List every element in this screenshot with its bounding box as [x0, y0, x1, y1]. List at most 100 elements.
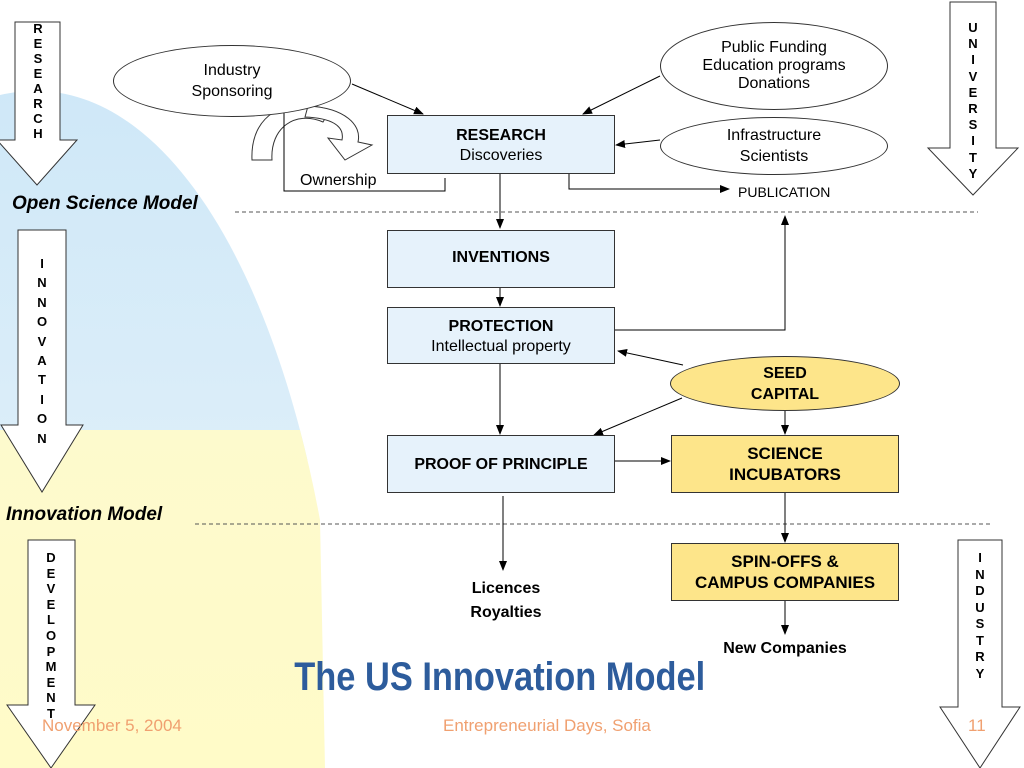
- protection-box-title: PROTECTION: [448, 317, 554, 335]
- vertical-letter: Y: [968, 165, 978, 181]
- connector-seed-proof: [593, 397, 683, 436]
- oval-text-line: Public Funding: [721, 39, 827, 56]
- vertical-letter: T: [976, 632, 984, 648]
- background-arc-blue: [0, 90, 308, 460]
- research-box-title: RESEARCH: [456, 126, 546, 144]
- protection-box: PROTECTION Intellectual property: [387, 307, 615, 364]
- seed-capital-oval: SEED CAPITAL: [670, 356, 900, 411]
- footer-event: Entrepreneurial Days, Sofia: [443, 716, 651, 735]
- oval-text-line: Education programs: [702, 57, 846, 74]
- vertical-letter: U: [975, 599, 985, 615]
- spinoffs-line-1: SPIN-OFFS &: [731, 552, 839, 571]
- vertical-letter: H: [33, 126, 43, 141]
- vertical-letter: I: [40, 391, 44, 407]
- vertical-letter: N: [968, 36, 978, 52]
- vertical-letter: O: [36, 411, 48, 427]
- connector-seed-protection: [617, 348, 684, 366]
- oval-text-line: CAPITAL: [750, 385, 820, 403]
- innovation-model-label: Innovation Model: [6, 504, 163, 525]
- vertical-letter: V: [37, 333, 47, 349]
- vertical-letter: P: [46, 643, 56, 659]
- vertical-letter: N: [37, 275, 47, 291]
- vertical-letter: T: [38, 372, 46, 388]
- vertical-letter: E: [33, 36, 43, 51]
- vertical-letter: S: [975, 616, 985, 631]
- licences-text: Licences: [471, 580, 541, 597]
- vertical-letter: R: [975, 649, 985, 664]
- vertical-letter: M: [45, 659, 57, 675]
- incubators-line-2: INCUBATORS: [729, 465, 841, 484]
- new-companies-label: New Companies: [723, 640, 847, 657]
- vertical-letter: S: [33, 51, 43, 66]
- vertical-letter: A: [33, 81, 43, 96]
- vertical-letter: E: [46, 596, 56, 612]
- research-box-subtitle: Discoveries: [459, 146, 543, 164]
- vertical-letter: S: [968, 117, 978, 133]
- connector-protection-publication: [615, 215, 789, 331]
- industry-arrow: [939, 539, 1021, 768]
- vertical-letter: T: [47, 705, 55, 721]
- vertical-letter: A: [37, 353, 47, 369]
- connector-industry-research: [351, 83, 424, 115]
- oval-text-line: Donations: [737, 75, 811, 92]
- vertical-letter: R: [33, 21, 43, 36]
- footer-date: November 5, 2004: [42, 716, 182, 735]
- vertical-letter: E: [46, 674, 56, 690]
- background-arc-yellow: [0, 430, 325, 768]
- ownership-label: Ownership: [300, 172, 377, 189]
- spinoffs-line-2: CAMPUS COMPANIES: [694, 573, 876, 592]
- footer-page-number: 11: [968, 716, 986, 735]
- proof-box-title: PROOF OF PRINCIPLE: [414, 455, 588, 473]
- oval-text-line: Industry: [203, 62, 261, 79]
- vertical-letter: Y: [975, 665, 985, 681]
- vertical-letter: D: [46, 550, 56, 565]
- vertical-letter: V: [968, 68, 978, 84]
- ownership-connector: [280, 95, 446, 192]
- royalties-text: Royalties: [470, 604, 542, 621]
- ownership-curve-right: [304, 105, 374, 161]
- vertical-letter: R: [33, 96, 43, 111]
- vertical-letter: D: [975, 583, 985, 598]
- vertical-letter: I: [978, 550, 982, 565]
- licences-royalties-label: Licences Royalties: [446, 577, 566, 625]
- proof-of-principle-box: PROOF OF PRINCIPLE: [387, 435, 615, 493]
- vertical-letter: U: [968, 20, 978, 35]
- incubators-line-1: SCIENCE: [747, 444, 823, 463]
- vertical-letter: O: [45, 627, 57, 643]
- connector-research-publication: [568, 174, 730, 193]
- university-arrow: [926, 1, 1020, 196]
- vertical-letter: N: [37, 294, 47, 310]
- oval-text-line: Infrastructure: [726, 127, 822, 144]
- vertical-letter: I: [971, 133, 975, 149]
- connector-infrastructure-research: [615, 139, 661, 148]
- innovation-arrow: [0, 229, 84, 493]
- vertical-letter: V: [46, 581, 56, 597]
- science-incubators-box: SCIENCE INCUBATORS: [671, 435, 899, 493]
- vertical-letter: I: [971, 52, 975, 68]
- vertical-letter: E: [968, 84, 978, 100]
- inventions-box: INVENTIONS: [387, 230, 615, 288]
- vertical-letter: E: [46, 565, 56, 581]
- inventions-box-title: INVENTIONS: [452, 248, 550, 266]
- research-box: RESEARCH Discoveries: [387, 115, 615, 174]
- development-arrow: [6, 539, 96, 768]
- vertical-letter: N: [975, 566, 985, 582]
- open-science-model-label: Open Science Model: [12, 193, 198, 214]
- vertical-letter: I: [40, 256, 44, 271]
- vertical-letter: O: [36, 314, 48, 330]
- vertical-letter: T: [969, 149, 977, 165]
- oval-text-line: SEED: [763, 364, 807, 382]
- vertical-letter: N: [37, 430, 47, 446]
- publication-label: PUBLICATION: [738, 184, 831, 200]
- spinoffs-box: SPIN-OFFS & CAMPUS COMPANIES: [671, 543, 899, 601]
- oval-text-line: Scientists: [739, 148, 809, 165]
- research-arrow: [0, 21, 79, 186]
- connector-funding-research: [582, 75, 661, 115]
